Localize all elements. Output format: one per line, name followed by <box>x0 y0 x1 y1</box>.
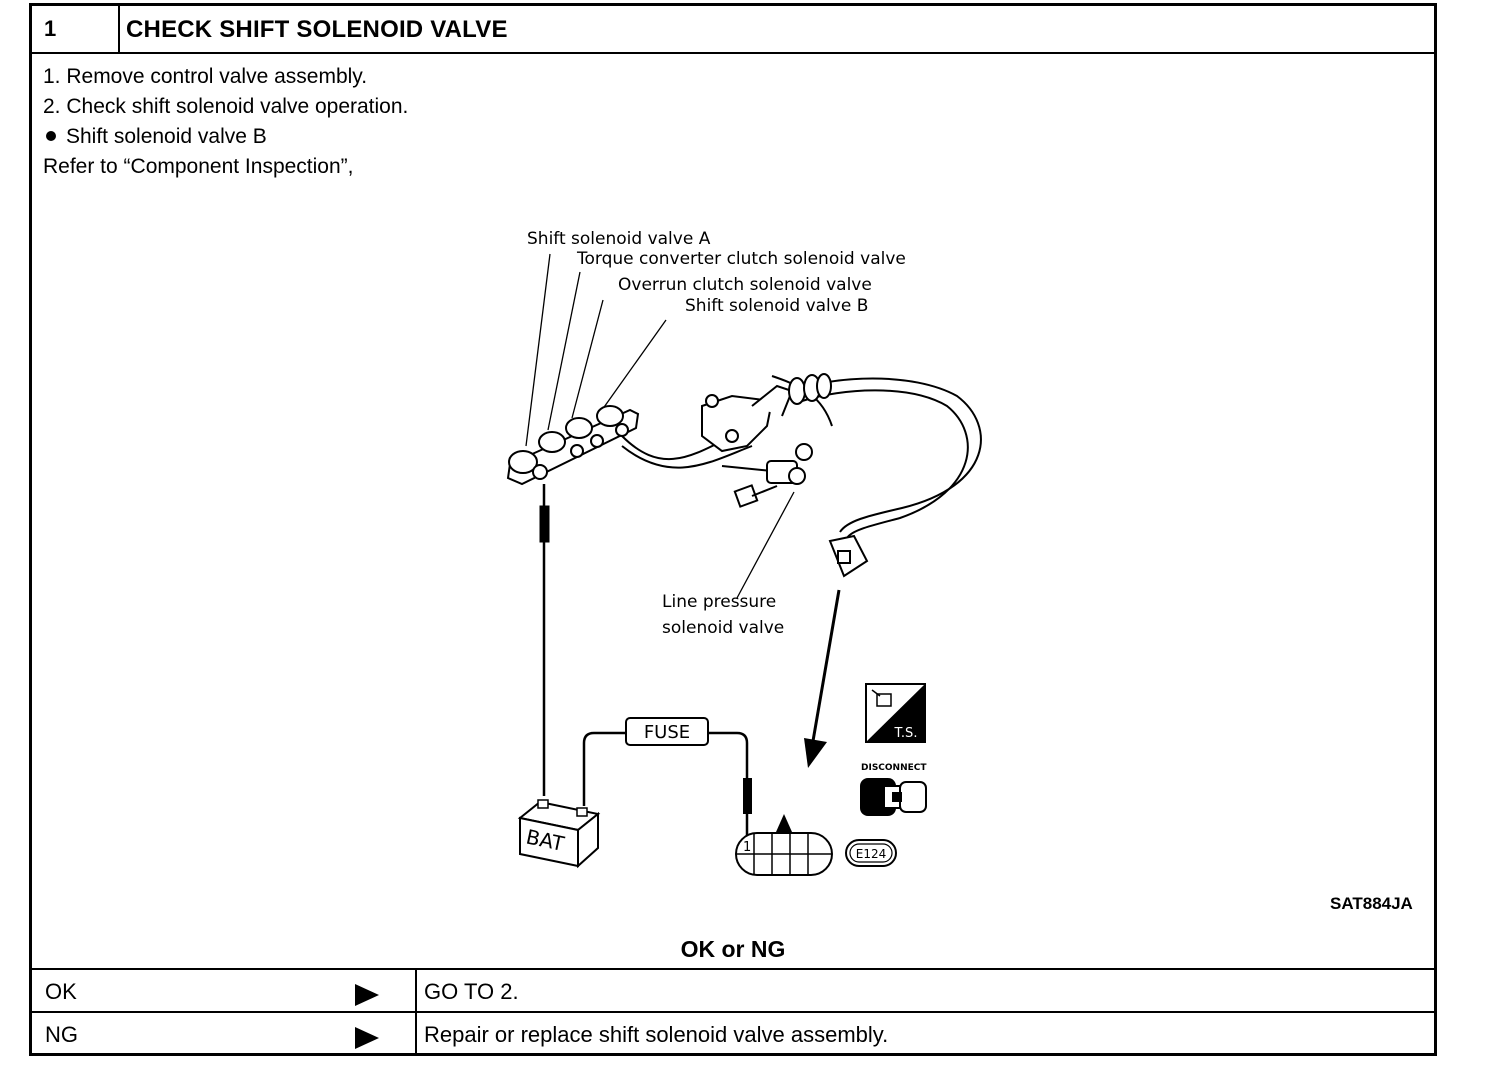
fuse-label: FUSE <box>644 722 690 743</box>
inspection-table: 1 CHECK SHIFT SOLENOID VALVE 1. Remove c… <box>29 3 1437 1056</box>
result-row-ok: OK GO TO 2. <box>32 968 1434 1012</box>
result-action: Repair or replace shift solenoid valve a… <box>424 1022 889 1047</box>
ok-ng-question: OK or NG <box>680 936 786 962</box>
result-label: OK <box>45 979 77 1004</box>
callout-line-pressure-2: solenoid valve <box>662 618 784 638</box>
header-divider <box>118 6 120 52</box>
disconnect-label: DISCONNECT <box>861 763 927 773</box>
bullet-text: Shift solenoid valve B <box>66 125 267 148</box>
result-action: GO TO 2. <box>424 979 519 1004</box>
harness-body <box>701 375 833 508</box>
result-divider <box>415 1013 417 1055</box>
leader-lines <box>525 253 795 599</box>
callout-line-pressure-1: Line pressure <box>662 592 776 612</box>
harness-connector: 1 <box>735 814 833 876</box>
result-row-ng: NG Repair or replace shift solenoid valv… <box>32 1011 1434 1057</box>
disconnect-icon: DISCONNECT <box>860 763 927 816</box>
instruction-reference: Refer to “Component Inspection”, <box>43 155 354 178</box>
connector-indicator-arrow <box>804 589 841 768</box>
play-arrow-icon <box>355 984 379 1006</box>
connector-pin: 1 <box>743 840 751 855</box>
callout-shift-solenoid-b: Shift solenoid valve B <box>685 296 868 316</box>
callout-torque-converter: Torque converter clutch solenoid valve <box>576 249 906 269</box>
ts-label: T.S. <box>894 726 918 741</box>
step-header: 1 CHECK SHIFT SOLENOID VALVE <box>32 6 1434 54</box>
step-title: CHECK SHIFT SOLENOID VALVE <box>126 16 508 43</box>
instruction-bullet: Shift solenoid valve B <box>43 122 408 152</box>
bullet-icon <box>46 131 56 141</box>
play-arrow-icon <box>355 1027 379 1049</box>
solenoid-assembly <box>506 405 753 486</box>
connector-id: E124 <box>856 847 887 861</box>
battery: BAT <box>517 799 601 869</box>
callout-shift-solenoid-a: Shift solenoid valve A <box>527 229 711 249</box>
battery-lead <box>539 484 550 796</box>
callout-overrun-clutch: Overrun clutch solenoid valve <box>618 275 872 295</box>
instruction-step-1: 1. Remove control valve assembly. <box>43 65 368 88</box>
fuse: FUSE <box>625 717 709 746</box>
fused-lead <box>582 731 752 844</box>
connector-id-badge: E124 <box>845 839 897 867</box>
instructions: 1. Remove control valve assembly. 2. Che… <box>43 62 408 182</box>
harness-cable <box>788 373 982 578</box>
ts-icon: T.S. <box>865 683 926 743</box>
wiring-diagram: Shift solenoid valve A Torque converter … <box>506 229 982 876</box>
instruction-step-2: 2. Check shift solenoid valve operation. <box>43 95 409 118</box>
step-number: 1 <box>44 16 57 41</box>
result-divider <box>415 970 417 1012</box>
result-label: NG <box>45 1022 78 1047</box>
figure-code: SAT884JA <box>1330 894 1413 913</box>
